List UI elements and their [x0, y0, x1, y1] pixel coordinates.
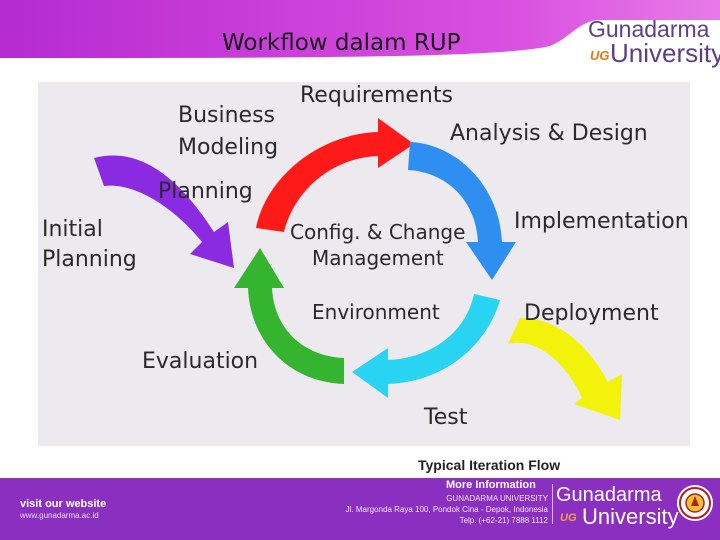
logo-line2: University [610, 38, 720, 68]
footer-address: Jl. Margonda Raya 100, Pondok Cina - Dep… [345, 505, 548, 514]
slide-title: Workflow dalam RUP [222, 30, 461, 56]
footer-university-logo: Gunadarma UG University [552, 482, 679, 532]
label-requirements: Requirements [300, 83, 453, 108]
label-evaluation: Evaluation [142, 349, 259, 374]
label-implementation: Implementation [514, 209, 689, 234]
header-band [0, 0, 720, 58]
arrow-evaluation [234, 248, 344, 384]
label-config-2: Management [312, 246, 444, 270]
label-planning: Planning [158, 179, 253, 204]
label-initial-planning-2: Planning [42, 247, 137, 272]
diagram-caption: Typical Iteration Flow [418, 457, 561, 473]
label-config-1: Config. & Change [290, 220, 466, 244]
arrow-deployment [508, 318, 622, 420]
label-deployment: Deployment [524, 301, 659, 326]
footer-divider [552, 484, 553, 524]
university-logo: Gunadarma UG University [586, 16, 720, 70]
footer-university-name: GUNADARMA UNIVERSITY [446, 494, 548, 503]
label-test: Test [424, 405, 468, 430]
footer-logo-ug-mark: UG [560, 512, 577, 524]
arrow-test [352, 294, 500, 398]
label-environment: Environment [312, 300, 440, 324]
footer-phone: Telp. (+62-21) 7888 1112 [459, 516, 548, 525]
cycle-arrows [94, 118, 622, 420]
footer-bar [0, 478, 720, 540]
footer-logo-line1: Gunadarma [556, 484, 662, 506]
logo-ug-mark: UG [590, 48, 610, 63]
logo-line1: Gunadarma [588, 16, 710, 42]
label-initial-planning-1: Initial [42, 217, 103, 242]
visit-website-label[interactable]: visit our website [20, 498, 107, 510]
footer-logo-line2: University [582, 504, 679, 529]
arrow-analysis-design [408, 142, 516, 280]
rup-workflow-diagram: Requirements Business Modeling Analysis … [38, 82, 690, 446]
label-business-modeling-1: Business [178, 103, 276, 128]
website-url-link[interactable]: www.gunadarma.ac.id [20, 511, 99, 520]
more-information-label: More Information [446, 479, 536, 491]
label-analysis-design: Analysis & Design [450, 121, 648, 146]
arrow-requirements [256, 118, 414, 232]
label-business-modeling-2: Modeling [178, 135, 279, 160]
arrow-initial-planning [94, 155, 234, 268]
university-seal-icon [677, 485, 713, 521]
